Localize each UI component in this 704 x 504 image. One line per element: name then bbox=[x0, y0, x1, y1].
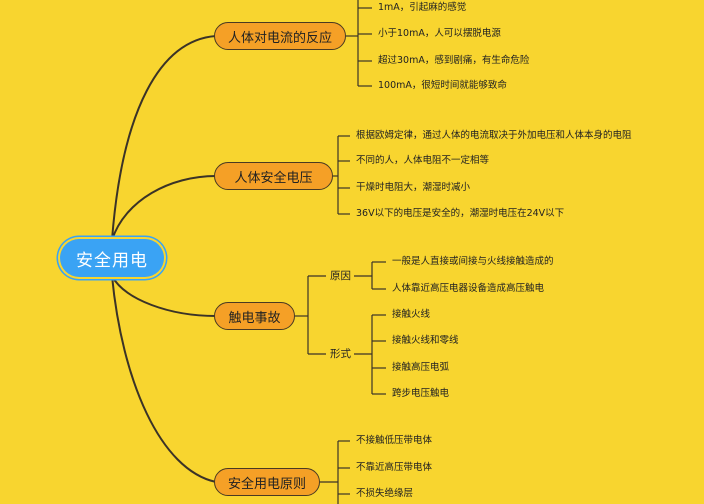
root-node[interactable]: 安全用电 bbox=[60, 239, 164, 277]
leaf-item: 1mA，引起麻的感觉 bbox=[378, 2, 467, 13]
leaf-item: 不同的人，人体电阻不一定相等 bbox=[356, 155, 490, 166]
leaf-item: 接触高压电弧 bbox=[392, 362, 450, 373]
branch-node-safe-voltage[interactable]: 人体安全电压 bbox=[214, 162, 333, 190]
leaf-item: 接触火线和零线 bbox=[392, 335, 459, 346]
leaf-item: 接触火线 bbox=[392, 309, 431, 320]
leaf-item: 超过30mA，感到剧痛，有生命危险 bbox=[378, 55, 530, 66]
leaf-item: 一般是人直接或间接与火线接触造成的 bbox=[392, 256, 554, 267]
leaf-item: 干燥时电阻大，潮湿时减小 bbox=[356, 182, 471, 193]
group-label-form: 形式 bbox=[330, 348, 351, 360]
branch-node-reaction[interactable]: 人体对电流的反应 bbox=[214, 22, 346, 50]
group-label-cause: 原因 bbox=[330, 270, 351, 282]
branch-node-principles[interactable]: 安全用电原则 bbox=[214, 468, 320, 496]
leaf-item: 根据欧姆定律，通过人体的电流取决于外加电压和人体本身的电阻 bbox=[356, 130, 632, 141]
leaf-item: 小于10mA，人可以摆脱电源 bbox=[378, 28, 501, 39]
leaf-item: 不靠近高压带电体 bbox=[356, 462, 433, 473]
branch-node-accident[interactable]: 触电事故 bbox=[214, 302, 295, 330]
leaf-item: 跨步电压触电 bbox=[392, 388, 450, 399]
leaf-item: 不损失绝缘层 bbox=[356, 488, 414, 499]
leaf-item: 100mA，很短时间就能够致命 bbox=[378, 80, 507, 91]
leaf-item: 不接触低压带电体 bbox=[356, 435, 433, 446]
leaf-item: 36V以下的电压是安全的，潮湿时电压在24V以下 bbox=[356, 208, 565, 219]
leaf-item: 人体靠近高压电器设备造成高压触电 bbox=[392, 283, 545, 294]
